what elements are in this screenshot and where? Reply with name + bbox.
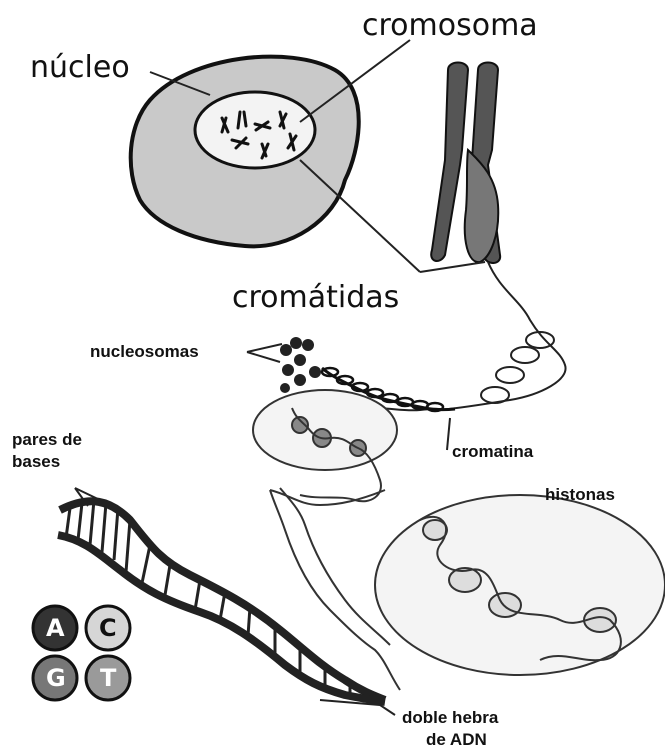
base-g-letter: G <box>46 664 66 692</box>
label-nucleo: núcleo <box>30 50 130 85</box>
base-c-letter: C <box>99 614 117 642</box>
chromosome <box>431 63 500 264</box>
label-cromosoma: cromosoma <box>362 8 538 43</box>
label-histonas: histonas <box>545 485 615 505</box>
label-doble-line1: doble hebra <box>402 708 498 728</box>
label-pares-line2: bases <box>12 452 60 472</box>
label-nucleosomas: nucleosomas <box>90 342 199 362</box>
label-cromatina: cromatina <box>452 442 533 462</box>
label-doble-line2: de ADN <box>426 730 487 750</box>
beads-on-string <box>253 390 397 501</box>
cell <box>131 57 359 247</box>
label-pares-line1: pares de <box>12 430 82 450</box>
base-t-letter: T <box>100 664 116 692</box>
label-cromatidas: cromátidas <box>232 280 399 315</box>
base-a-letter: A <box>46 614 65 642</box>
histones-oval <box>375 495 665 675</box>
